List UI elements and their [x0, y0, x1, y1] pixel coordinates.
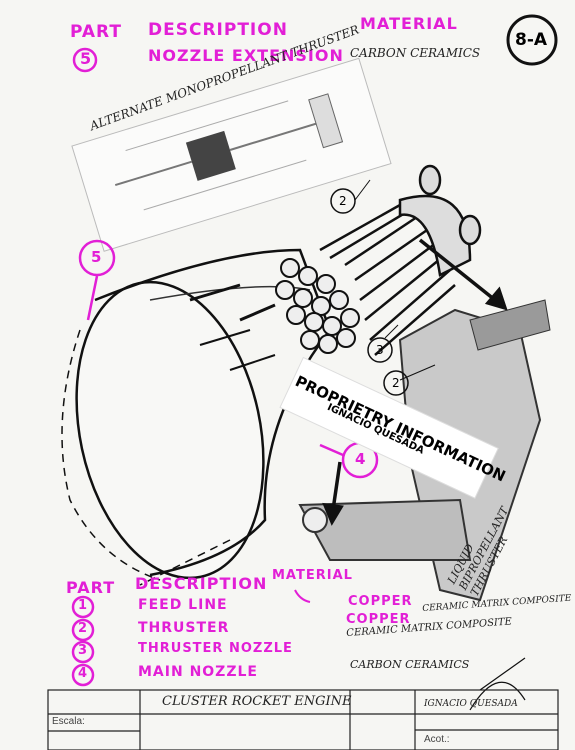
- part-4-material: CARBON CERAMICS: [350, 658, 470, 671]
- alternate-thruster-inset: [71, 57, 392, 252]
- callout-2b-label: 2: [392, 376, 400, 390]
- part-1-material: COPPER: [348, 594, 413, 609]
- main-nozzle-sketch: [61, 248, 332, 586]
- callout-4-label: 4: [355, 450, 367, 468]
- table-description-heading: DESCRIPTION: [135, 574, 268, 593]
- part-4-circle: [71, 663, 95, 687]
- sheet-id-circle: [506, 14, 558, 66]
- part-2-material: COPPER: [346, 612, 411, 627]
- callout-circle-2b: [383, 370, 409, 396]
- callout-circle-3: [367, 337, 393, 363]
- part-4-desc: MAIN NOZZLE: [138, 664, 258, 680]
- part-1-desc: FEED LINE: [138, 597, 228, 613]
- part-4-num: 4: [78, 666, 89, 681]
- callout-circle-2a: [330, 188, 356, 214]
- title-block-frame: [47, 689, 559, 750]
- callout-2a-label: 2: [339, 194, 347, 208]
- manifold-sketch: [398, 164, 482, 277]
- part-3-desc: THRUSTER NOZZLE: [138, 641, 293, 656]
- thin-leaders: [354, 179, 436, 381]
- table-material-heading: MATERIAL: [272, 568, 353, 583]
- part-number: 5: [80, 49, 93, 68]
- callout-circle-5: [78, 239, 116, 277]
- title-block-author: IGNACIO QUESADA: [424, 699, 518, 709]
- description-heading: DESCRIPTION: [148, 20, 288, 40]
- callout-5-label: 5: [91, 248, 103, 266]
- title-block-title: CLUSTER ROCKET ENGINE: [162, 694, 352, 709]
- part-3-circle: [71, 640, 95, 664]
- material-value: CARBON CERAMICS: [350, 46, 481, 60]
- part-3-num: 3: [78, 643, 89, 658]
- acot-label: Acot.:: [424, 734, 450, 745]
- signature-scribble: [469, 657, 526, 711]
- material-arrow: [294, 589, 311, 603]
- callout-3-label: 3: [376, 343, 384, 357]
- part-1-num: 1: [78, 598, 89, 613]
- description-value: NOZZLE EXTENSION: [148, 46, 344, 65]
- proprietary-band: [279, 356, 499, 499]
- thruster-cluster-sketch: [275, 258, 360, 354]
- part-heading: PART: [70, 22, 122, 42]
- part-5-number-circle: [72, 47, 98, 73]
- feed-lines-sketch: [319, 203, 456, 356]
- part-2-desc: THRUSTER: [138, 620, 230, 636]
- part-2-num: 2: [78, 621, 89, 636]
- material-heading: MATERIAL: [360, 14, 458, 33]
- table-part-heading: PART: [66, 578, 116, 597]
- sheet-id: 8-A: [515, 30, 548, 50]
- part-2-circle: [71, 618, 95, 642]
- leader-arrows: [322, 238, 508, 526]
- part-1-circle: [71, 595, 95, 619]
- escala-label: Escala:: [52, 716, 85, 727]
